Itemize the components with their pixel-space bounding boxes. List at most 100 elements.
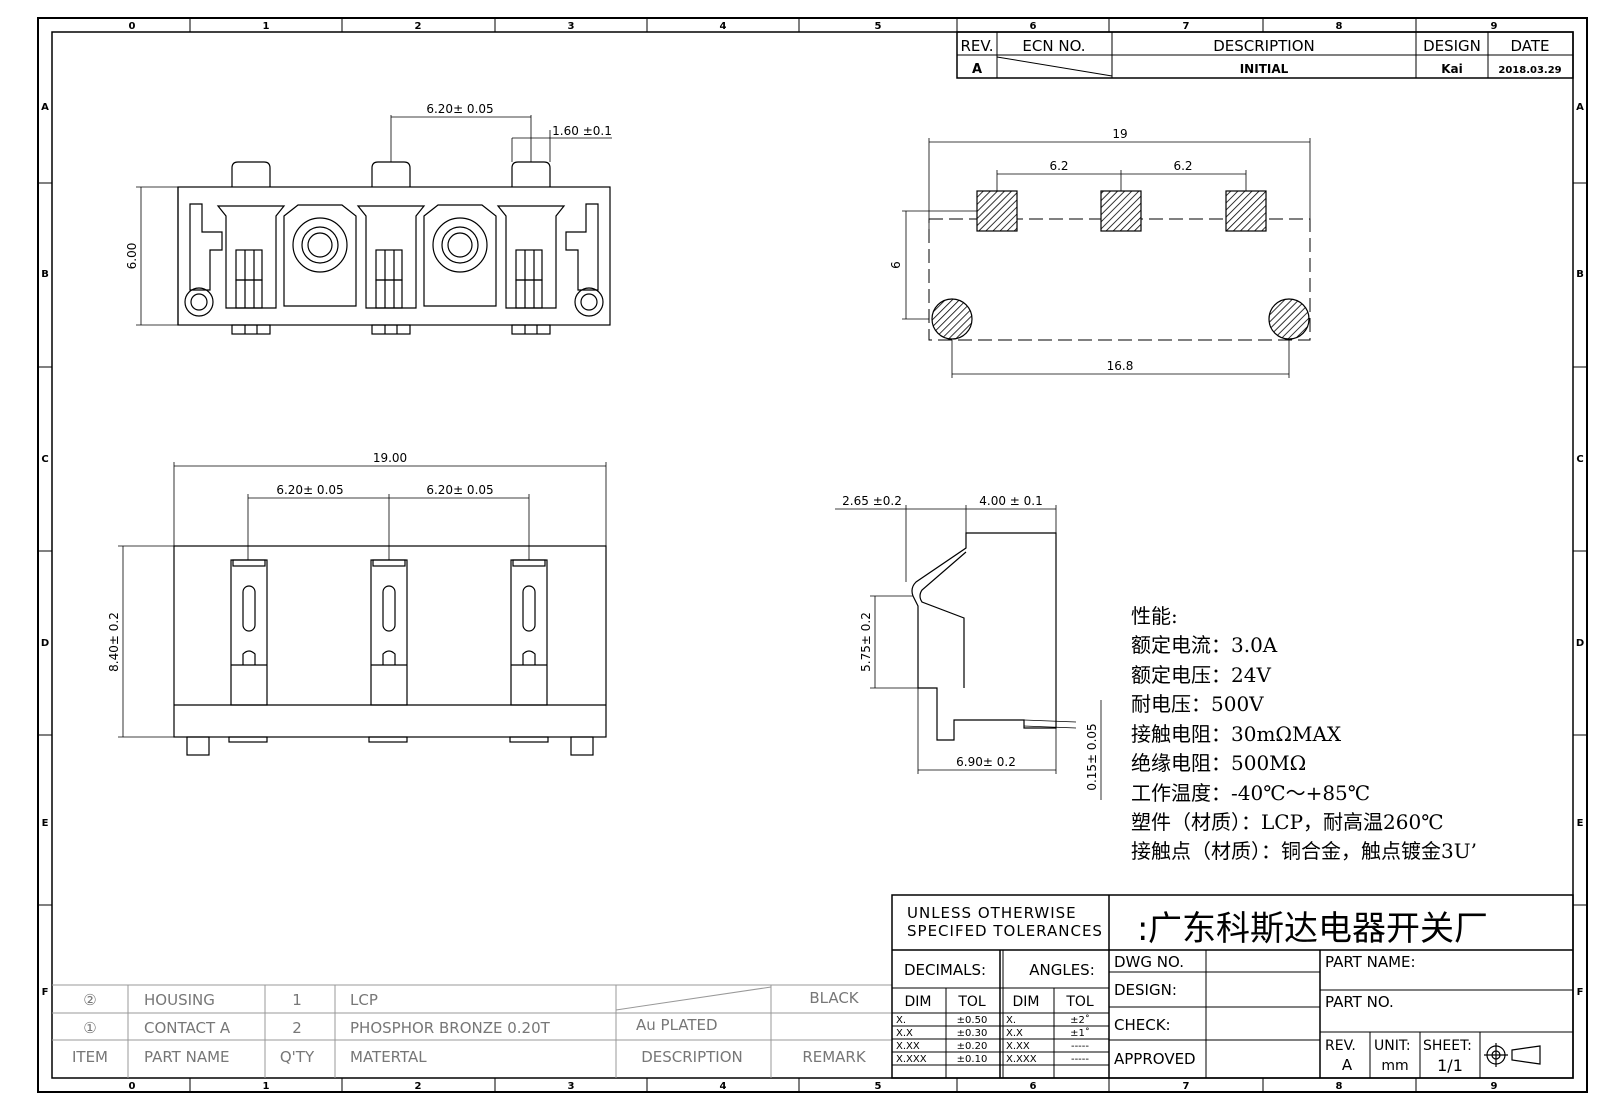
col-label: 4 xyxy=(720,21,727,32)
col-label: 1 xyxy=(263,1081,270,1092)
col-label: 1 xyxy=(263,21,270,32)
ang-tol: ±2˚ xyxy=(1070,1014,1090,1026)
col-label: 4 xyxy=(720,1081,727,1092)
sheet-value: 1/1 xyxy=(1437,1056,1463,1075)
col-label: 0 xyxy=(129,21,136,32)
check-label: CHECK: xyxy=(1114,1016,1171,1034)
dim-label: DIM xyxy=(1013,994,1040,1010)
zone-ticks xyxy=(38,18,1587,1092)
rev-value: A xyxy=(972,62,982,77)
spec-line: 额定电流：3.0A xyxy=(1131,633,1278,657)
ang-dim: X.X xyxy=(1006,1028,1023,1039)
fp-dim-hole-span: 16.8 xyxy=(1107,359,1134,373)
design-label: DESIGN: xyxy=(1114,981,1177,999)
design-value: Kai xyxy=(1441,62,1463,76)
tol-label: TOL xyxy=(957,994,986,1010)
bom-remark: BLACK xyxy=(809,989,859,1007)
bom-header-item: ITEM xyxy=(72,1048,108,1066)
rev-header: REV. xyxy=(961,37,994,55)
projection-symbol-icon xyxy=(1484,1043,1541,1067)
front-terminal-3 xyxy=(510,559,548,706)
row-label: E xyxy=(1577,818,1584,829)
bom-qty: 1 xyxy=(292,991,302,1009)
spec-line: 额定电压：24V xyxy=(1131,663,1271,687)
rev-value: A xyxy=(1342,1056,1353,1074)
bom-header-description: DESCRIPTION xyxy=(641,1048,743,1066)
front-view xyxy=(118,462,607,756)
terminal-1 xyxy=(216,161,286,309)
tol-label: TOL xyxy=(1065,994,1094,1010)
col-label: 2 xyxy=(415,1081,422,1092)
specs-title: 性能: xyxy=(1131,604,1178,628)
front-dim-height: 8.40± 0.2 xyxy=(107,612,121,672)
col-label: 5 xyxy=(875,21,882,32)
row-label: B xyxy=(41,269,49,280)
sheet-label: SHEET: xyxy=(1423,1038,1472,1054)
part-no-label: PART NO. xyxy=(1325,993,1394,1011)
front-terminal-1 xyxy=(230,559,268,706)
sheet-border xyxy=(37,17,1588,1093)
description-value: INITIAL xyxy=(1240,62,1289,76)
revision-table: REV. ECN NO. DESCRIPTION DESIGN DATE A I… xyxy=(956,31,1574,79)
col-label: 8 xyxy=(1336,1081,1343,1092)
row-label: D xyxy=(41,638,49,649)
col-label: 5 xyxy=(875,1081,882,1092)
bom-qty: 2 xyxy=(292,1019,302,1037)
fp-dim-pitch-2: 6.2 xyxy=(1173,159,1192,173)
spec-line: 绝缘电阻：500MΩ xyxy=(1131,751,1306,775)
unit-value: mm xyxy=(1381,1058,1408,1074)
col-label: 7 xyxy=(1183,21,1190,32)
design-header: DESIGN xyxy=(1423,37,1481,55)
bom-name: CONTACT A xyxy=(144,1019,231,1037)
part-name-label: PART NAME: xyxy=(1325,953,1416,971)
bom-table: ② HOUSING 1 LCP BLACK ① CONTACT A 2 PHOS… xyxy=(52,984,892,1078)
spec-line: 塑件（材质）：LCP，耐高温260℃ xyxy=(1131,810,1444,834)
front-dim-pitch-2: 6.20± 0.05 xyxy=(426,483,493,497)
dec-dim: X. xyxy=(896,1015,906,1026)
row-label: A xyxy=(41,102,49,113)
bom-header-material: MATERTAL xyxy=(350,1048,427,1066)
dec-dim: X.XX xyxy=(896,1041,920,1052)
terminal-2 xyxy=(356,161,426,309)
footprint-view xyxy=(902,138,1311,378)
col-label: 6 xyxy=(1030,1081,1037,1092)
bom-header-name: PART NAME xyxy=(144,1048,230,1066)
ang-tol: ±1˚ xyxy=(1070,1027,1090,1039)
spec-line: 接触点（材质）：铜合金，触点镀金3U’ xyxy=(1131,839,1477,863)
tolerance-note-1: UNLESS OTHERWISE xyxy=(907,904,1077,922)
row-label: B xyxy=(1576,269,1584,280)
rev-label: REV. xyxy=(1325,1038,1356,1054)
spec-line: 工作温度：-40℃～+85℃ xyxy=(1131,781,1370,805)
top-dim-pitch: 6.20± 0.05 xyxy=(426,102,493,116)
side-view xyxy=(835,505,1102,800)
date-header: DATE xyxy=(1510,37,1549,55)
specs-block: 性能: 额定电流：3.0A 额定电压：24V 耐电压：500V 接触电阻：30m… xyxy=(1131,604,1477,863)
bom-material: LCP xyxy=(350,991,378,1009)
company-name: 广东科斯达电器开关厂 xyxy=(1148,909,1488,949)
dec-tol: ±0.30 xyxy=(957,1028,988,1039)
terminal-3 xyxy=(496,161,566,309)
dwg-no-label: DWG NO. xyxy=(1114,953,1184,971)
ang-tol: ----- xyxy=(1071,1054,1089,1065)
col-label: 2 xyxy=(415,21,422,32)
company-prefix: : xyxy=(1137,909,1148,949)
front-dim-width: 19.00 xyxy=(373,451,407,465)
side-dim-d: 6.90± 0.2 xyxy=(956,755,1016,769)
col-label: 3 xyxy=(568,21,575,32)
ang-tol: ----- xyxy=(1071,1041,1089,1052)
bom-item: ② xyxy=(83,991,96,1009)
col-label: 8 xyxy=(1336,21,1343,32)
fp-dim-width: 19 xyxy=(1112,127,1127,141)
top-dim-pin: 1.60 ±0.1 xyxy=(552,124,612,138)
col-label: 9 xyxy=(1491,21,1498,32)
tolerance-note-2: SPECIFED TOLERANCES xyxy=(907,922,1103,940)
spec-line: 接触电阻：30mΩMAX xyxy=(1131,722,1342,746)
dec-tol: ±0.50 xyxy=(957,1015,988,1026)
col-label: 7 xyxy=(1183,1081,1190,1092)
ang-dim: X.XXX xyxy=(1006,1054,1037,1065)
description-header: DESCRIPTION xyxy=(1213,37,1315,55)
bom-name: HOUSING xyxy=(144,991,215,1009)
dec-tol: ±0.10 xyxy=(957,1054,988,1065)
fp-dim-pitch-1: 6.2 xyxy=(1049,159,1068,173)
